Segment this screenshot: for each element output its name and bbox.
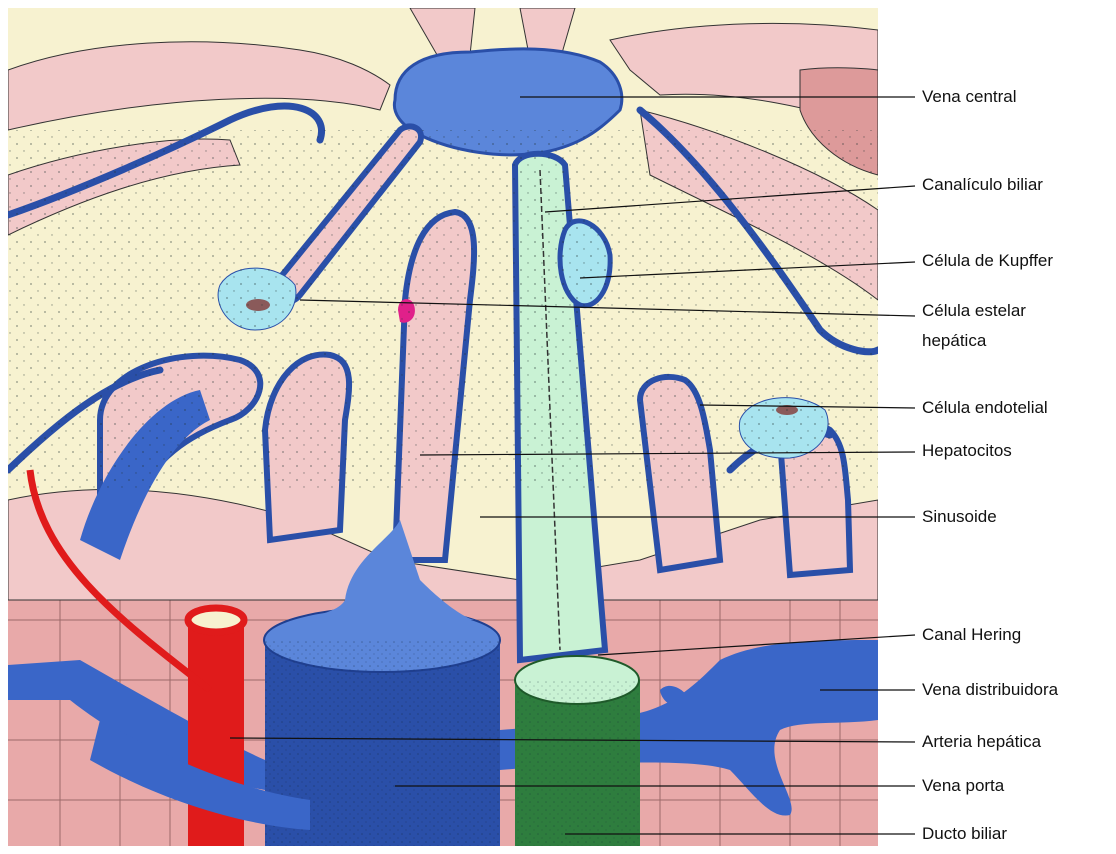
label-vena-distribuidora: Vena distribuidora [922,680,1058,700]
label-arteria-hepatica: Arteria hepática [922,732,1041,752]
label-celula-estelar-2: hepática [922,331,986,351]
label-ducto-biliar: Ducto biliar [922,824,1007,844]
ducto-stipple [515,680,640,846]
label-vena-porta: Vena porta [922,776,1004,796]
label-canal-hering: Canal Hering [922,625,1021,645]
sinusoid-dots [8,130,878,490]
label-vena-central: Vena central [922,87,1017,107]
label-celula-endotelial: Célula endotelial [922,398,1048,418]
label-hepatocitos: Hepatocitos [922,441,1012,461]
label-sinusoide: Sinusoide [922,507,997,527]
label-canaliculo-biliar: Canalículo biliar [922,175,1043,195]
label-celula-estelar-1: Célula estelar [922,301,1026,321]
arteria-top [188,608,244,632]
label-celula-kupffer: Célula de Kupffer [922,251,1053,271]
